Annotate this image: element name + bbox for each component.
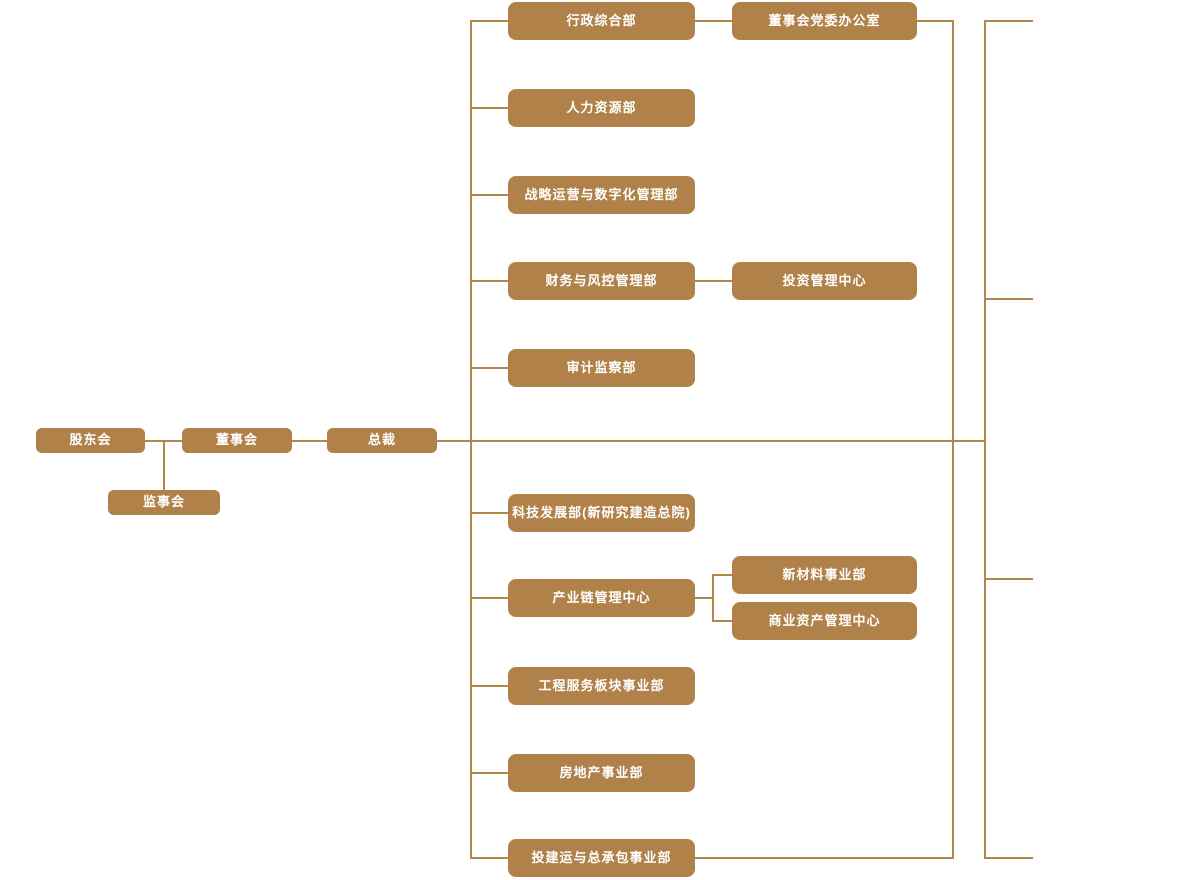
president-node: 总裁 bbox=[327, 428, 437, 453]
dept-strategy-digital-node: 战略运营与数字化管理部 bbox=[508, 176, 695, 214]
dept-admin-general-node: 行政综合部 bbox=[508, 2, 695, 40]
commercial-asset-management-center-node: 商业资产管理中心 bbox=[732, 602, 917, 640]
board-party-committee-office-node: 董事会党委办公室 bbox=[732, 2, 917, 40]
org-connector-line bbox=[952, 20, 954, 859]
org-connector-line bbox=[470, 367, 508, 369]
dept-industry-chain-node: 产业链管理中心 bbox=[508, 579, 695, 617]
org-connector-line bbox=[712, 574, 732, 576]
shareholders-meeting-node: 股东会 bbox=[36, 428, 145, 453]
dept-audit-supervision-node: 审计监察部 bbox=[508, 349, 695, 387]
org-connector-line bbox=[984, 578, 1033, 580]
org-connector-line bbox=[470, 107, 508, 109]
board-of-directors-node: 董事会 bbox=[182, 428, 292, 453]
org-connector-line bbox=[695, 280, 732, 282]
org-connector-line bbox=[984, 298, 1033, 300]
org-connector-line bbox=[695, 597, 712, 599]
org-connector-line bbox=[470, 597, 508, 599]
dept-tech-development-node: 科技发展部(新研究建造总院) bbox=[508, 494, 695, 532]
org-connector-line bbox=[984, 20, 986, 859]
org-connector-line bbox=[470, 685, 508, 687]
investment-management-center-node: 投资管理中心 bbox=[732, 262, 917, 300]
org-connector-line bbox=[712, 620, 732, 622]
org-connector-line bbox=[470, 512, 508, 514]
org-connector-line bbox=[470, 857, 508, 859]
dept-finance-risk-node: 财务与风控管理部 bbox=[508, 262, 695, 300]
org-connector-line bbox=[470, 280, 508, 282]
dept-human-resources-node: 人力资源部 bbox=[508, 89, 695, 127]
org-connector-line bbox=[163, 440, 165, 490]
org-connector-line bbox=[917, 20, 952, 22]
org-connector-line bbox=[695, 20, 732, 22]
org-connector-line bbox=[695, 857, 952, 859]
org-connector-line bbox=[470, 20, 472, 859]
org-connector-line bbox=[984, 20, 1033, 22]
org-connector-line bbox=[470, 772, 508, 774]
supervisory-board-node: 监事会 bbox=[108, 490, 220, 515]
org-connector-line bbox=[437, 440, 984, 442]
dept-investment-construction-epc-node: 投建运与总承包事业部 bbox=[508, 839, 695, 877]
new-materials-division-node: 新材料事业部 bbox=[732, 556, 917, 594]
org-connector-line bbox=[712, 574, 714, 621]
org-connector-line bbox=[470, 20, 508, 22]
dept-engineering-services-node: 工程服务板块事业部 bbox=[508, 667, 695, 705]
dept-real-estate-node: 房地产事业部 bbox=[508, 754, 695, 792]
org-connector-line bbox=[470, 194, 508, 196]
org-connector-line bbox=[292, 440, 327, 442]
org-connector-line bbox=[984, 857, 1033, 859]
